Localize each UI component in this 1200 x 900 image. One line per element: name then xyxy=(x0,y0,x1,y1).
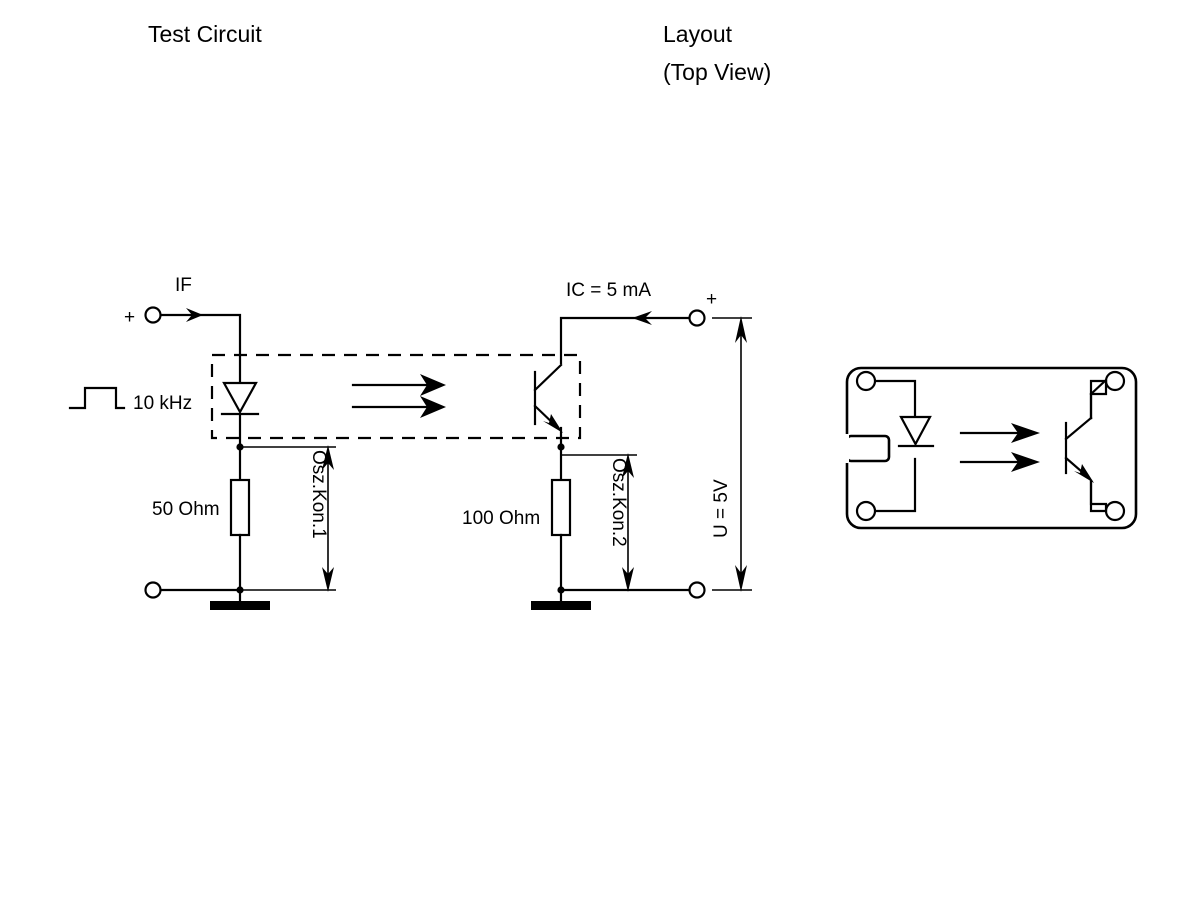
pin-pad-1-icon xyxy=(855,370,877,392)
page-title-test-circuit: Test Circuit xyxy=(148,21,262,47)
led-diode-icon xyxy=(220,381,260,449)
optical-coupling-arrow-1-icon xyxy=(351,374,446,396)
input-resistor-label: 50 Ohm xyxy=(152,499,220,520)
package-optical-arrow-1-icon xyxy=(959,423,1040,443)
phototransistor-icon xyxy=(533,363,563,449)
input-current-label: IF xyxy=(175,275,192,296)
input-negative-terminal[interactable] xyxy=(144,581,162,599)
scope-channel-2-label: Osz.Kon.2 xyxy=(608,458,629,547)
page-title-layout-subtitle: (Top View) xyxy=(663,59,771,85)
package-led-cathode-trace xyxy=(874,457,917,513)
scope-channel-1-dimension xyxy=(240,445,336,592)
pin-pad-2-icon xyxy=(855,500,877,522)
output-resistor-icon xyxy=(550,478,572,537)
package-led-anode-trace xyxy=(874,379,917,419)
package-emitter-trace xyxy=(1089,479,1107,513)
scope-channel-2-dimension xyxy=(561,453,637,592)
output-positive-terminal[interactable] xyxy=(688,309,706,327)
dip-package xyxy=(845,366,1138,530)
package-collector-trace xyxy=(1089,379,1107,420)
optocoupler-isolation-boundary xyxy=(210,353,582,440)
input-positive-terminal[interactable] xyxy=(144,306,162,324)
input-frequency-label: 10 kHz xyxy=(133,393,192,414)
input-polarity-label: + xyxy=(124,307,135,328)
optical-coupling-arrow-2-icon xyxy=(351,396,446,418)
supply-voltage-label: U = 5V xyxy=(711,479,732,538)
input-resistor-icon xyxy=(229,478,251,537)
output-current-label: IC = 5 mA xyxy=(566,280,651,301)
package-optical-arrow-2-icon xyxy=(959,452,1040,472)
output-negative-terminal[interactable] xyxy=(688,581,706,599)
package-led-diode-icon xyxy=(897,415,935,448)
input-top-wire xyxy=(159,313,242,385)
square-pulse-icon xyxy=(68,386,126,410)
scope-channel-1-label: Osz.Kon.1 xyxy=(308,450,329,539)
input-current-arrow-icon xyxy=(176,308,203,322)
package-notch-icon xyxy=(845,434,891,463)
output-top-wire xyxy=(559,316,691,365)
input-ground-icon xyxy=(210,601,270,610)
pin-pad-4-icon xyxy=(1104,500,1126,522)
output-resistor-label: 100 Ohm xyxy=(462,508,540,529)
page-title-layout: Layout xyxy=(663,21,733,47)
pin-pad-3-icon xyxy=(1104,370,1126,392)
output-ground-icon xyxy=(531,601,591,610)
output-polarity-label: + xyxy=(706,289,717,310)
supply-voltage-dimension xyxy=(712,316,752,592)
output-current-arrow-icon xyxy=(632,311,662,325)
